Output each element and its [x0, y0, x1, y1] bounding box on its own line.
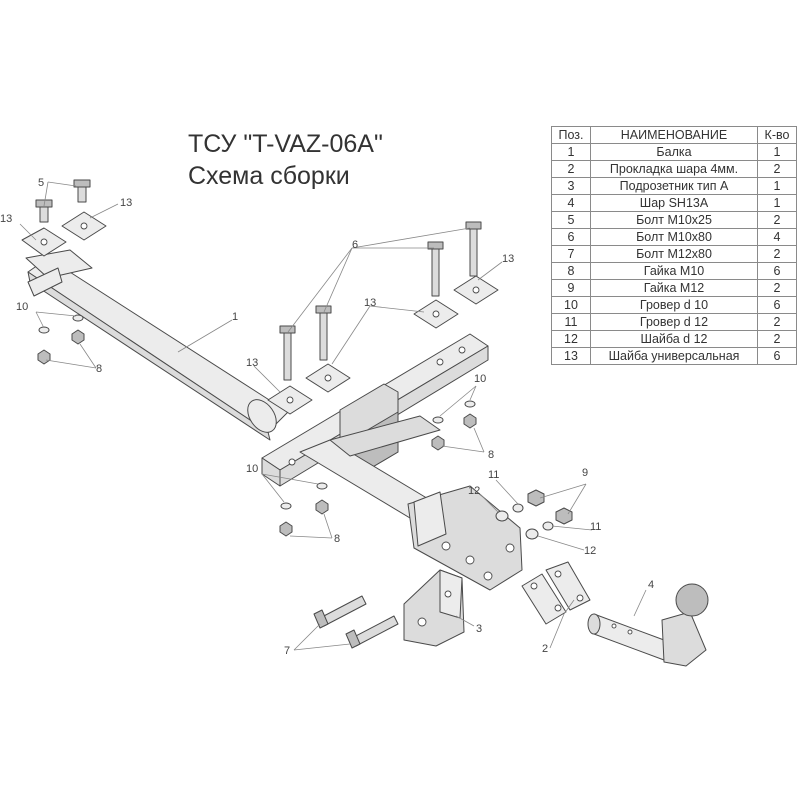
nuts-and-lock-washers: [37, 314, 477, 537]
tow-ball: [587, 583, 709, 667]
callout-8c: 8: [334, 533, 340, 545]
ball-spacers: [521, 561, 591, 625]
callout-11a: 11: [488, 469, 499, 481]
cell-name: Болт М10х25: [590, 211, 758, 229]
callout-5: 5: [38, 177, 44, 189]
m12-hardware: [495, 489, 573, 540]
header-pos: Поз.: [551, 126, 591, 144]
callout-11b: 11: [590, 521, 601, 533]
callout-12a: 12: [468, 485, 480, 497]
universal-washers: [21, 211, 499, 415]
callout-13a: 13: [0, 213, 12, 225]
bolts-m10x25: [35, 179, 91, 223]
bolts-m10x80: [279, 221, 482, 381]
callout-2: 2: [542, 643, 548, 655]
callout-6: 6: [352, 239, 358, 251]
callout-8b: 8: [488, 449, 494, 461]
callout-10b: 10: [474, 373, 486, 385]
cell-qty: 6: [757, 347, 797, 365]
callout-4: 4: [648, 579, 654, 591]
callout-13d: 13: [364, 297, 376, 309]
cell-name: Гровер d 10: [590, 296, 758, 314]
diagram-title: ТСУ "T-VAZ-06A" Схема сборки: [188, 128, 488, 192]
callout-13e: 13: [246, 357, 258, 369]
callout-13b: 13: [120, 197, 132, 209]
table-header-row: Поз. НАИМЕНОВАНИЕ К-во: [551, 126, 797, 144]
title-line-1: ТСУ "T-VAZ-06A": [188, 130, 383, 158]
cell-name: Шайба универсальная: [590, 347, 758, 365]
cell-pos: 13: [551, 347, 591, 365]
cell-pos: 11: [551, 313, 591, 331]
cell-name: Гайка М12: [590, 279, 758, 297]
cell-qty: 6: [757, 296, 797, 314]
callout-13c: 13: [502, 253, 514, 265]
callout-10c: 10: [246, 463, 258, 475]
title-line-2: Схема сборки: [188, 162, 350, 190]
callout-9: 9: [582, 467, 588, 479]
callout-3: 3: [476, 623, 482, 635]
cell-name: Прокладка шара 4мм.: [590, 160, 758, 178]
cell-name: Шар SH13A: [590, 194, 758, 212]
leader-lines: [19, 181, 647, 651]
cell-name: Болт М10х80: [590, 228, 758, 246]
socket-bracket: [403, 569, 465, 647]
callout-12b: 12: [584, 545, 596, 557]
callout-1: 1: [232, 311, 238, 323]
cell-qty: 2: [757, 211, 797, 229]
callout-8a: 8: [96, 363, 102, 375]
bolts-m12x80: [313, 595, 399, 649]
callout-10a: 10: [16, 301, 28, 313]
callout-7: 7: [284, 645, 290, 657]
beam-part: [25, 249, 523, 591]
callout-labels: 5 13 13 6 13 13 13 1 10 8 10 8 10 8 11 9…: [0, 177, 654, 657]
